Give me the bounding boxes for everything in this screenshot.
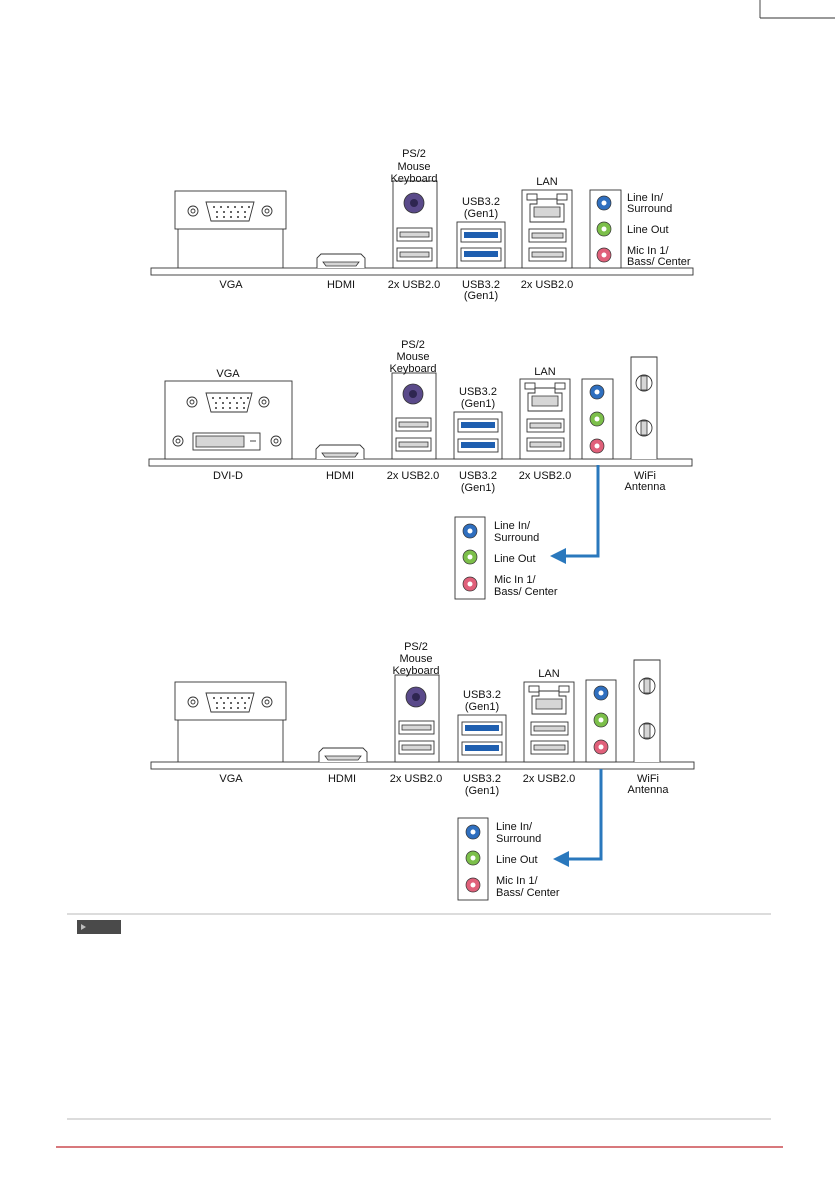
- usb3-bottom-label-line1: USB3.2: [463, 773, 501, 785]
- ps2-label-line1: PS/2: [404, 641, 428, 653]
- lan-label: LAN: [534, 366, 555, 378]
- ps2-label-line3: Keyboard: [389, 363, 436, 375]
- ps2-label-line2: Mouse: [399, 653, 432, 665]
- ps2-label-line2: Mouse: [396, 351, 429, 363]
- usb3-bottom-label-line1: USB3.2: [462, 279, 500, 291]
- callout-label-2: Line Out: [494, 553, 536, 565]
- panel-2: VGA PS/2 Mouse Keyboard USB3.2 (Gen1) LA…: [148, 339, 693, 600]
- usb3-bottom-label-line2: (Gen1): [461, 482, 495, 494]
- vga-port: [174, 681, 287, 762]
- dvi-label: DVI-D: [213, 470, 243, 482]
- wifi-label-line2: Antenna: [628, 784, 670, 796]
- usb3-top-label-line1: USB3.2: [462, 196, 500, 208]
- arrow-head-icon: [550, 548, 566, 564]
- lan-label: LAN: [536, 176, 557, 188]
- ps2-label-line3: Keyboard: [392, 665, 439, 677]
- usb3-top-label-line2: (Gen1): [461, 398, 495, 410]
- vga-dvi-port: [164, 380, 293, 460]
- wifi-label-line1: WiFi: [634, 470, 656, 482]
- usb2-label-a: 2x USB2.0: [390, 773, 443, 785]
- lan-usb2-stack: [521, 189, 573, 269]
- ps2-usb2-stack: [391, 372, 437, 460]
- panel-3-base-bar: [150, 761, 695, 770]
- usb2-label-b: 2x USB2.0: [519, 470, 572, 482]
- audio-callout: Line In/ Surround Line Out Mic In 1/ Bas…: [454, 516, 558, 600]
- hdmi-port: [315, 444, 365, 459]
- ps2-label-line2: Mouse: [397, 161, 430, 173]
- wifi-label-line2: Antenna: [625, 481, 667, 493]
- audio-label-3b: Bass/ Center: [627, 256, 691, 268]
- arrow-head-icon: [553, 851, 569, 867]
- usb2-label-b: 2x USB2.0: [521, 279, 574, 291]
- usb3-bottom-label-line2: (Gen1): [465, 785, 499, 797]
- callout-label-3a: Mic In 1/: [496, 875, 539, 887]
- callout-label-3a: Mic In 1/: [494, 574, 537, 586]
- panel-1: PS/2 Mouse Keyboard USB3.2 (Gen1) LAN Li…: [150, 148, 694, 302]
- panel-3: PS/2 Mouse Keyboard USB3.2 (Gen1) LAN VG…: [150, 641, 695, 901]
- callout-label-2: Line Out: [496, 854, 538, 866]
- wifi-antenna-bracket: [633, 659, 661, 762]
- panel-2-base-bar: [148, 458, 693, 467]
- panel-1-base-bar: [150, 267, 694, 276]
- note-section: [67, 913, 771, 1120]
- usb3-top-label-line1: USB3.2: [459, 386, 497, 398]
- wifi-antenna-bracket: [630, 356, 658, 459]
- audio-jacks: [585, 679, 617, 763]
- vga-top-label: VGA: [216, 368, 240, 380]
- usb3-top-label-line2: (Gen1): [465, 701, 499, 713]
- ps2-usb2-stack: [392, 180, 438, 269]
- usb2-label-a: 2x USB2.0: [388, 279, 441, 291]
- note-tag: [77, 920, 121, 934]
- usb3-stack: [453, 411, 503, 460]
- usb2-label-a: 2x USB2.0: [387, 470, 440, 482]
- wifi-label-line1: WiFi: [637, 773, 659, 785]
- callout-arrow: [566, 465, 600, 558]
- hdmi-port: [318, 747, 368, 762]
- ps2-usb2-stack: [394, 674, 440, 763]
- usb2-label-b: 2x USB2.0: [523, 773, 576, 785]
- hdmi-label: HDMI: [326, 470, 354, 482]
- ps2-label-line3: Keyboard: [390, 173, 437, 185]
- usb3-bottom-label-line1: USB3.2: [459, 470, 497, 482]
- audio-label-3a: Mic In 1/: [627, 245, 670, 257]
- vga-label: VGA: [219, 773, 243, 785]
- callout-label-1b: Surround: [496, 833, 541, 845]
- callout-label-3b: Bass/ Center: [496, 887, 560, 899]
- callout-label-1a: Line In/: [496, 821, 533, 833]
- callout-label-3b: Bass/ Center: [494, 586, 558, 598]
- lan-label: LAN: [538, 668, 559, 680]
- callout-label-1a: Line In/: [494, 520, 531, 532]
- hdmi-port: [316, 253, 366, 268]
- usb3-top-label-line1: USB3.2: [463, 689, 501, 701]
- lan-usb2-stack: [523, 681, 575, 763]
- audio-jacks: [589, 189, 622, 269]
- callout-label-1b: Surround: [494, 532, 539, 544]
- hdmi-label: HDMI: [328, 773, 356, 785]
- usb3-stack: [456, 221, 506, 269]
- vga-port: [174, 190, 287, 268]
- audio-label-2: Line Out: [627, 224, 669, 236]
- crop-mark: [759, 0, 835, 19]
- audio-jacks: [581, 378, 614, 460]
- ps2-label-line1: PS/2: [401, 339, 425, 351]
- ps2-label-line1: PS/2: [402, 148, 426, 160]
- callout-arrow: [569, 769, 603, 861]
- audio-label-1b: Surround: [627, 203, 672, 215]
- audio-label-1a: Line In/: [627, 192, 664, 204]
- play-triangle-icon: [81, 924, 86, 930]
- usb3-top-label-line2: (Gen1): [464, 208, 498, 220]
- audio-callout: Line In/ Surround Line Out Mic In 1/ Bas…: [457, 817, 560, 901]
- hdmi-label: HDMI: [327, 279, 355, 291]
- usb3-stack: [457, 714, 507, 763]
- lan-usb2-stack: [519, 378, 571, 460]
- usb3-bottom-label-line2: (Gen1): [464, 290, 498, 302]
- vga-label: VGA: [219, 279, 243, 291]
